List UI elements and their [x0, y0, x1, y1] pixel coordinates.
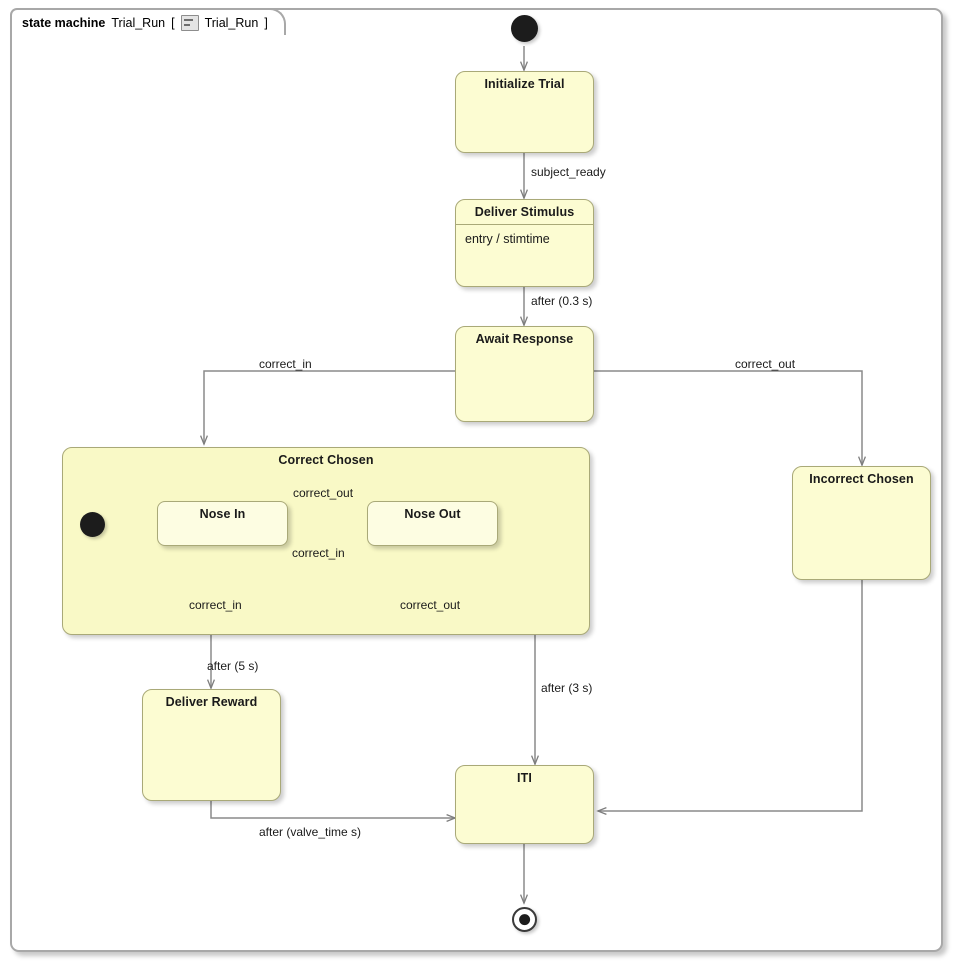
state-incorrect-chosen[interactable]: Incorrect Chosen	[792, 466, 931, 580]
state-entry-action: entry / stimtime	[465, 232, 550, 246]
frame-bracket-close: ]	[264, 15, 268, 30]
state-title: Deliver Reward	[165, 695, 258, 709]
transition-label-noseout-self: correct_out	[400, 598, 461, 612]
state-title: Nose Out	[404, 507, 461, 521]
state-iti[interactable]: ITI	[455, 765, 594, 844]
transition-label-correct-in-left: correct_in	[259, 357, 312, 371]
frame-bracket-open: [	[171, 15, 175, 30]
initial-pseudostate-correct-chosen	[80, 512, 105, 537]
transition-label-nosein-self: correct_in	[189, 598, 242, 612]
state-title: Await Response	[475, 332, 574, 346]
transition-label-after-5s: after (5 s)	[207, 659, 259, 673]
state-await-response[interactable]: Await Response	[455, 326, 594, 422]
state-nose-out[interactable]: Nose Out	[367, 501, 498, 546]
transition-label-subject-ready: subject_ready	[531, 165, 606, 179]
state-title: Nose In	[199, 507, 246, 521]
state-machine-icon	[180, 14, 199, 31]
state-nose-in[interactable]: Nose In	[157, 501, 288, 546]
transition-label-after-3s: after (3 s)	[541, 681, 593, 695]
initial-pseudostate-top	[511, 15, 538, 42]
transition-label-after-valve-time: after (valve_time s)	[259, 825, 362, 839]
final-state	[512, 907, 537, 932]
frame-qualified-name: Trial_Run	[204, 15, 259, 30]
state-deliver-stimulus[interactable]: Deliver Stimulus entry / stimtime	[455, 199, 594, 287]
state-title: Correct Chosen	[278, 453, 374, 467]
state-deliver-reward[interactable]: Deliver Reward	[142, 689, 281, 801]
transition-label-after-03s: after (0.3 s)	[531, 294, 593, 308]
frame-name: Trial_Run	[111, 15, 166, 30]
transition-label-correct-out-right: correct_out	[735, 357, 796, 371]
state-correct-chosen[interactable]: Correct Chosen	[62, 447, 590, 635]
state-title: Incorrect Chosen	[809, 472, 914, 486]
state-title: Initialize Trial	[484, 77, 565, 91]
state-initialize-trial[interactable]: Initialize Trial	[455, 71, 594, 153]
transition-label-nosein-to-noseout: correct_out	[293, 486, 354, 500]
frame-keyword: state machine	[22, 15, 106, 30]
transition-label-noseout-to-nosein: correct_in	[292, 546, 345, 560]
state-title: ITI	[517, 771, 532, 785]
frame-header-tab: state machine Trial_Run [ Trial_Run ]	[10, 8, 286, 35]
state-title: Deliver Stimulus	[456, 200, 593, 225]
